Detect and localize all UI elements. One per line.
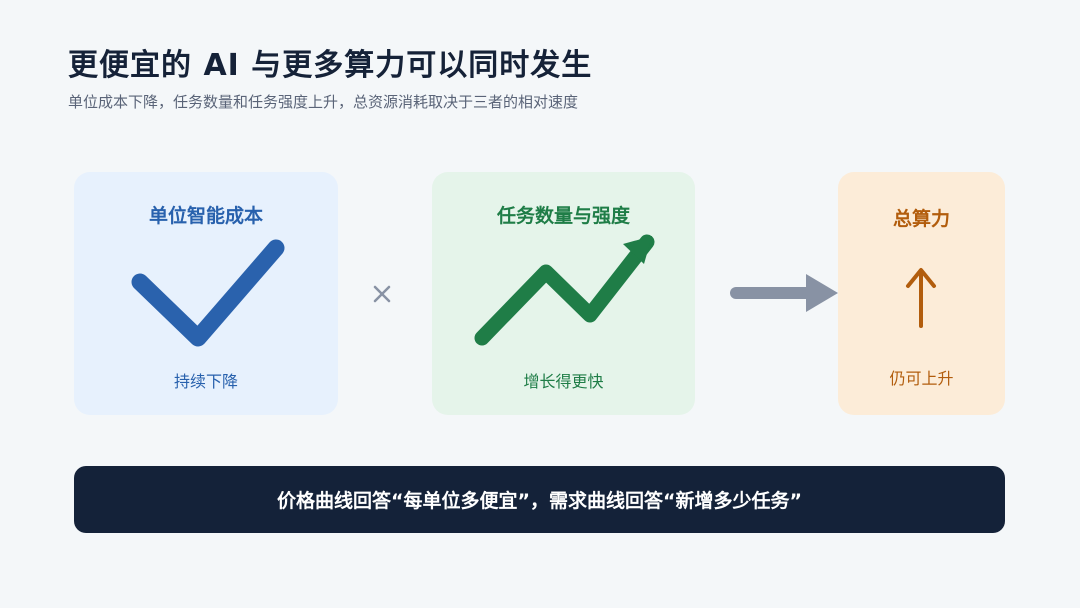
compute-card: 总算力 仍可上升 [838,172,1005,415]
page-subtitle: 单位成本下降，任务数量和任务强度上升，总资源消耗取决于三者的相对速度 [68,93,579,111]
unit-cost-caption: 持续下降 [173,372,238,391]
unit-cost-card: 单位智能成本 持续下降 [74,172,338,415]
arrow-right-icon [730,274,838,312]
multiply-icon [373,285,391,303]
checkmark-icon [131,239,285,347]
tasks-caption: 增长得更快 [523,372,604,391]
summary-text: 价格曲线回答“每单位多便宜”，需求曲线回答“新增多少任务” [277,490,802,512]
arrow-up-icon [906,268,936,328]
unit-cost-title: 单位智能成本 [148,205,263,227]
summary-banner: 价格曲线回答“每单位多便宜”，需求曲线回答“新增多少任务” [74,466,1005,533]
compute-title: 总算力 [892,208,950,230]
trend-up-icon [474,234,655,346]
page-title: 更便宜的 AI 与更多算力可以同时发生 [68,48,593,83]
tasks-title: 任务数量与强度 [496,205,630,227]
compute-caption: 仍可上升 [889,369,954,388]
tasks-card: 任务数量与强度 增长得更快 [432,172,695,415]
